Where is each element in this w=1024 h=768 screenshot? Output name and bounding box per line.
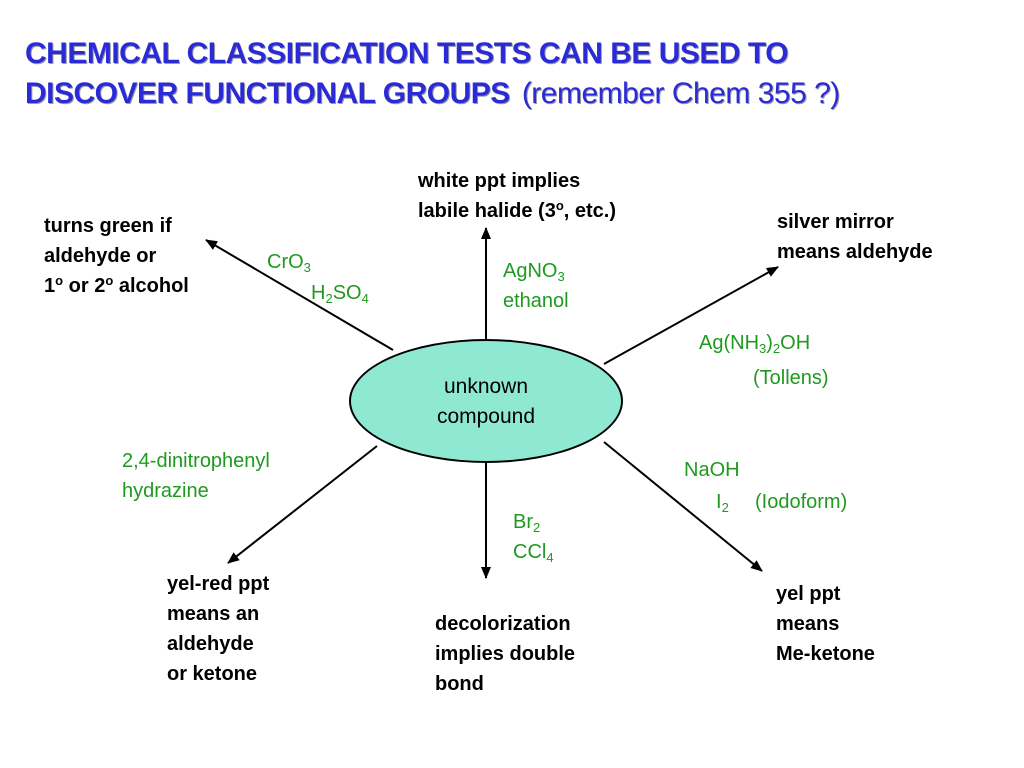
result-lower-right: yel ppt means Me-ketone [776,579,875,669]
arrow-lower-left [227,445,378,564]
unknown-compound-ellipse [349,339,623,463]
reagent-upper-left-2: H2SO4 [311,278,369,308]
reagent-lower-right-1: NaOH [684,459,740,481]
reagent-h-sub: 2 [325,291,333,306]
reagent-ccl-sub: 4 [546,550,554,565]
reagent-ll-line-1: 2,4-dinitrophenyl [122,450,270,472]
reagent-br-sub: 2 [533,520,541,535]
reagent-lower-right-note: (Iodoform) [755,491,848,513]
result-upper-right: silver mirror means aldehyde [777,207,933,267]
reagent-ll-line-2: hydrazine [122,480,209,502]
reagent-i-sub: 2 [721,500,729,515]
reagent-cro-sub: 3 [303,260,311,275]
result-lr-line-1: yel ppt [776,583,841,605]
reagent-agno-sub: 3 [557,269,565,284]
reagent-bottom: Br2 CCl4 [513,507,554,567]
reagent-ccl-base: CCl [513,541,547,563]
result-bottom-line-3: bond [435,673,484,695]
result-top-line-2: labile halide (3o, etc.) [418,196,616,226]
result-ll-line-3: aldehyde [167,633,254,655]
reagent-tollens-sub1: 3 [759,341,767,356]
result-upper-left: turns green if aldehyde or 1o or 2o alco… [44,211,189,301]
reagent-lower-left: 2,4-dinitrophenyl hydrazine [122,446,270,506]
reagent-top-line-2: ethanol [503,290,569,312]
result-ur-line-2: means aldehyde [777,241,933,263]
result-lr-line-2: means [776,613,840,635]
result-bottom: decolorization implies double bond [435,609,575,699]
result-lr-line-3: Me-ketone [776,643,875,665]
reagent-h-base: H [311,282,326,304]
result-ll-line-1: yel-red ppt [167,573,270,595]
result-ul-l3-sup1: o [55,273,64,288]
reagent-i-base: I [716,491,722,513]
reagent-upper-left-1: CrO3 [267,247,311,277]
result-ul-line-3: 1o or 2o alcohol [44,271,189,301]
reagent-cro-base: CrO [267,251,304,273]
result-ul-l3-b: or 2 [63,275,106,297]
reagent-bottom-line-2: CCl4 [513,537,554,567]
reagent-top-line-1: AgNO3 [503,256,569,286]
reagent-so-sub: 4 [361,291,369,306]
reagent-tollens-a: Ag(NH [699,332,760,354]
result-ur-line-1: silver mirror [777,211,894,233]
title-note: (remember Chem 355 ?) [521,77,840,110]
reagent-so-base: SO [332,282,362,304]
result-top-line-2-a: labile halide (3 [418,200,556,222]
result-bottom-line-1: decolorization [435,613,571,635]
reagent-lower-right-2: I2 [716,487,729,517]
reagent-upper-right-1: Ag(NH3)2OH [699,328,810,358]
reagent-top: AgNO3 ethanol [503,256,569,316]
result-ul-l3-sup2: o [105,273,114,288]
unknown-compound-label: unknown compound [349,372,623,432]
reagent-bottom-line-1: Br2 [513,507,554,537]
reagent-tollens-b: ) [766,332,773,354]
result-bottom-line-2: implies double [435,643,576,665]
result-top-sup: o [555,198,564,213]
reagent-br-base: Br [513,511,533,533]
result-ul-line-1: turns green if [44,215,172,237]
reagent-tollens-c: OH [780,332,811,354]
center-line-1: unknown [443,375,529,398]
result-top: white ppt implies labile halide (3o, etc… [418,166,616,226]
arrow-upper-left [205,239,394,351]
arrow-lower-right [603,441,763,572]
result-ul-l3-a: 1 [44,275,56,297]
reagent-tollens-sub2: 2 [772,341,781,356]
result-top-line-1: white ppt implies [418,170,581,192]
title-line-1: CHEMICAL CLASSIFICATION TESTS CAN BE USE… [25,37,789,70]
result-lower-left: yel-red ppt means an aldehyde or ketone [167,569,269,689]
center-line-2: compound [436,405,536,428]
reagent-upper-right-2: (Tollens) [753,367,829,389]
arrow-upper-right [603,266,779,365]
result-ul-l3-c: alcohol [113,275,189,297]
result-top-line-2-b: , etc.) [563,200,617,222]
slide-title: CHEMICAL CLASSIFICATION TESTS CAN BE USE… [25,34,1015,114]
result-ll-line-2: means an [167,603,260,625]
reagent-agno-base: AgNO [503,260,558,282]
result-ul-line-2: aldehyde or [44,245,157,267]
result-ll-line-4: or ketone [167,663,258,685]
title-line-2: DISCOVER FUNCTIONAL GROUPS [25,77,510,110]
